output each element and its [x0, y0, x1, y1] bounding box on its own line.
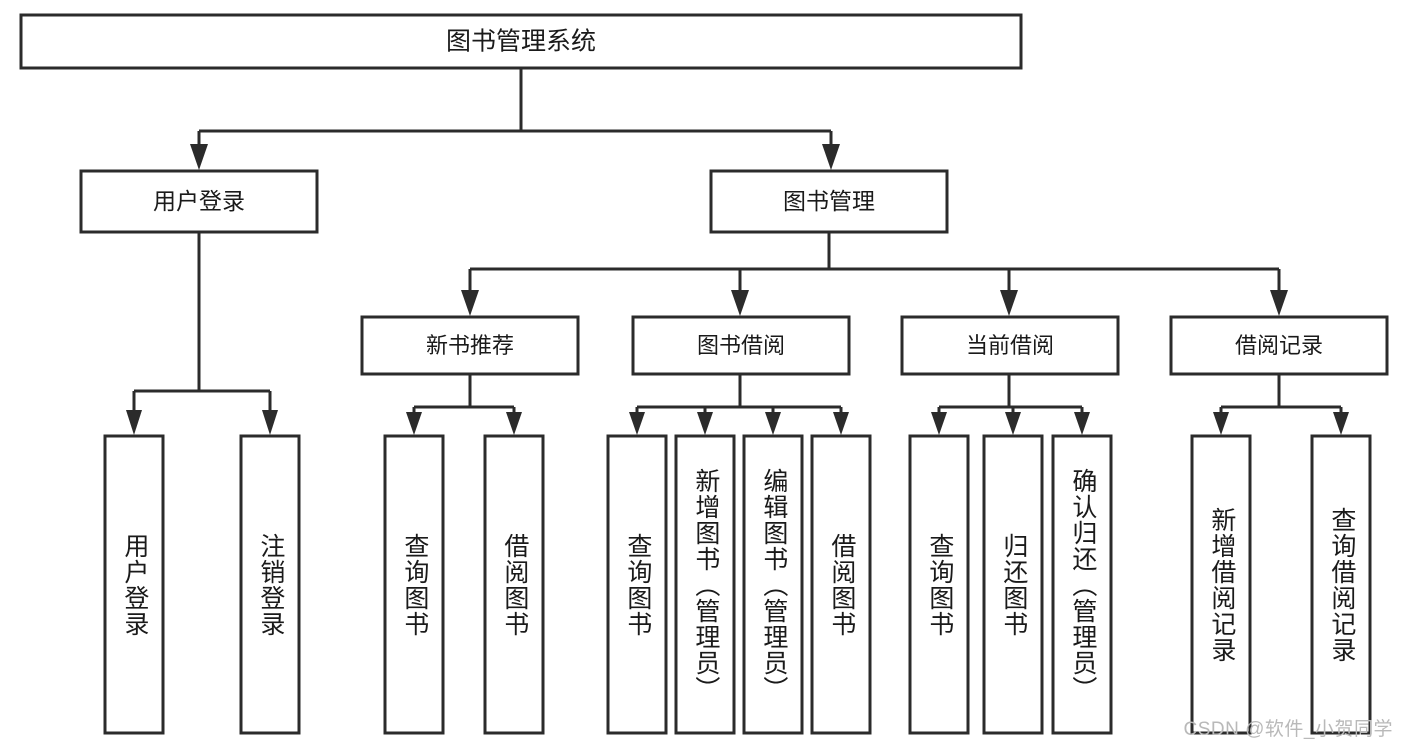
leaf-box-edit-book[interactable]: [742, 434, 804, 735]
leaf-box-query-book-3[interactable]: [908, 434, 970, 735]
node-new-book-recommend-label: 新书推荐: [426, 333, 514, 358]
arrow-leaf-user-logout: [262, 410, 278, 435]
leaf-box-return-book[interactable]: [982, 434, 1044, 735]
leaf-box-add-record[interactable]: [1190, 434, 1252, 735]
leaf-box-query-record[interactable]: [1310, 434, 1372, 735]
arrow-leaf-borrow-book-2: [833, 412, 849, 435]
node-book-manage-box[interactable]: [709, 169, 949, 234]
leaf-box-borrow-book-1[interactable]: [483, 434, 545, 735]
arrow-leaf-borrow-book-1: [506, 412, 522, 435]
leaf-box-confirm-return[interactable]: [1051, 434, 1113, 735]
node-borrow-record[interactable]: 借阅记录: [1169, 315, 1389, 376]
connector-group: [126, 68, 1349, 435]
node-current-borrow-box[interactable]: [900, 315, 1120, 376]
node-book-manage-label: 图书管理: [783, 188, 875, 214]
arrow-leaf-query-book-1: [406, 412, 422, 435]
node-user-login-box[interactable]: [79, 169, 319, 234]
arrow-leaf-query-book-2: [629, 412, 645, 435]
leaf-box-group: [103, 434, 1372, 735]
node-new-book-recommend[interactable]: 新书推荐: [360, 315, 580, 376]
arrow-leaf-user-login: [126, 410, 142, 435]
node-user-login-label: 用户登录: [153, 188, 245, 214]
leaf-box-user-login[interactable]: [103, 434, 165, 735]
node-borrow-record-label: 借阅记录: [1235, 333, 1323, 358]
node-book-borrow-box[interactable]: [631, 315, 851, 376]
leaf-box-borrow-book-2[interactable]: [810, 434, 872, 735]
arrow-book-manage: [822, 144, 840, 170]
arrow-borrow: [731, 290, 749, 316]
node-book-manage[interactable]: 图书管理: [709, 169, 949, 234]
arrow-leaf-return-book: [1005, 412, 1021, 435]
arrow-leaf-add-record: [1213, 412, 1229, 435]
node-root-label: 图书管理系统: [446, 28, 596, 56]
arrow-leaf-query-record: [1333, 412, 1349, 435]
node-current-borrow-label: 当前借阅: [966, 333, 1054, 358]
arrow-leaf-confirm-return: [1074, 412, 1090, 435]
node-user-login[interactable]: 用户登录: [79, 169, 319, 234]
leaf-box-query-book-1[interactable]: [383, 434, 445, 735]
arrow-record: [1270, 290, 1288, 316]
node-book-borrow[interactable]: 图书借阅: [631, 315, 851, 376]
node-borrow-record-box[interactable]: [1169, 315, 1389, 376]
arrow-leaf-add-book: [697, 412, 713, 435]
leaf-box-add-book[interactable]: [674, 434, 736, 735]
node-current-borrow[interactable]: 当前借阅: [900, 315, 1120, 376]
csdn-watermark: CSDN @软件_小贺同学: [1183, 719, 1393, 740]
arrow-leaf-query-book-3: [931, 412, 947, 435]
leaf-box-user-logout[interactable]: [239, 434, 301, 735]
arrow-user-login: [190, 144, 208, 170]
leaf-box-query-book-2[interactable]: [606, 434, 668, 735]
node-root[interactable]: 图书管理系统: [19, 13, 1023, 70]
arrow-current: [1000, 290, 1018, 316]
node-book-borrow-label: 图书借阅: [697, 333, 785, 358]
arrow-leaf-edit-book: [765, 412, 781, 435]
arrow-recommend: [461, 290, 479, 316]
node-root-box[interactable]: [19, 13, 1023, 70]
node-new-book-recommend-box[interactable]: [360, 315, 580, 376]
